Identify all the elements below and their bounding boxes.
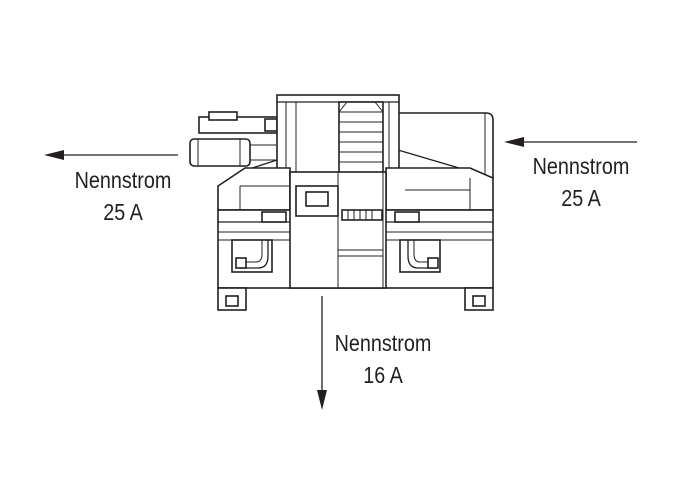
main-body bbox=[217, 167, 494, 289]
feet bbox=[217, 287, 494, 311]
label-down-line2: 16 A bbox=[363, 362, 403, 388]
label-left-line2: 25 A bbox=[103, 199, 143, 225]
right-housing bbox=[397, 112, 494, 179]
label-left-line1: Nennstrom bbox=[74, 167, 172, 193]
top-tower bbox=[239, 94, 400, 176]
left-cable-latch bbox=[189, 111, 280, 167]
label-down-nennstrom: Nennstrom 16 A bbox=[327, 327, 439, 391]
label-down-line1: Nennstrom bbox=[334, 330, 432, 356]
label-left-nennstrom: Nennstrom 25 A bbox=[67, 164, 179, 228]
label-right-line1: Nennstrom bbox=[532, 153, 630, 179]
label-right-nennstrom: Nennstrom 25 A bbox=[525, 150, 637, 214]
arrow-left bbox=[44, 150, 178, 160]
label-right-line2: 25 A bbox=[561, 185, 601, 211]
arrow-right bbox=[504, 137, 637, 147]
arrow-down bbox=[317, 296, 327, 410]
